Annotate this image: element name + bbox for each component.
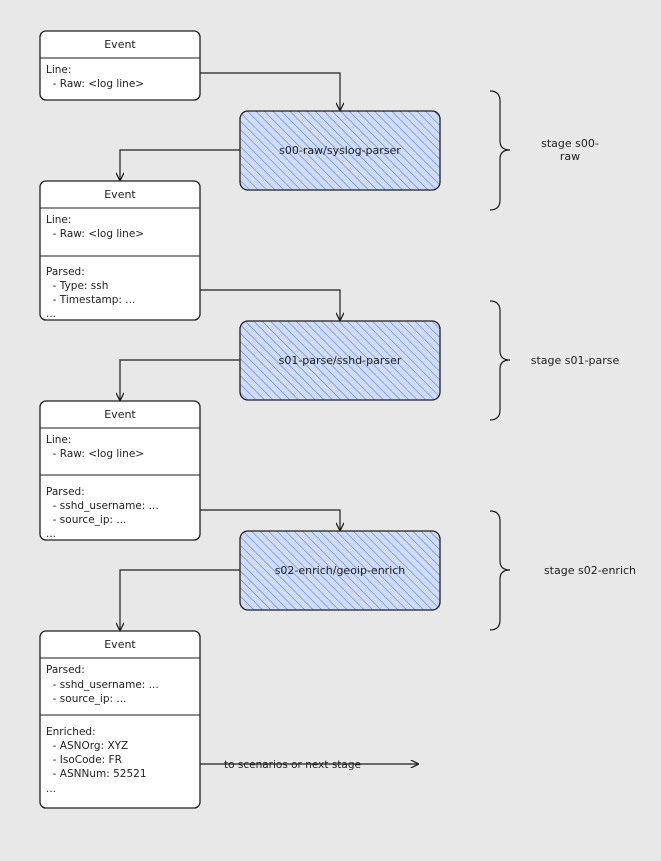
event-line: - sshd_username: ... [46, 500, 159, 512]
event-line: Enriched: [46, 726, 96, 738]
parser-box-2: s01-parse/sshd-parser [239, 320, 441, 401]
arrow-event3-to-parser3 [200, 509, 340, 530]
event-line: ... [46, 528, 56, 540]
event-line: - ASNOrg: XYZ [46, 740, 128, 752]
event-title: Event [104, 408, 136, 421]
event-box-3: Event Line: - Raw: <log line> Parsed: - … [39, 400, 201, 541]
event-line: - IsoCode: FR [46, 754, 122, 766]
parser-label: s00-raw/syslog-parser [279, 144, 401, 157]
arrow-parser3-to-event4 [120, 569, 280, 630]
event-line: ... [46, 308, 56, 320]
event-title: Event [104, 38, 136, 51]
stage-label-3: stage s02-enrich [544, 564, 636, 577]
event-line: ... [46, 783, 56, 795]
parser-box-1: s00-raw/syslog-parser [239, 110, 441, 191]
stage-label-1: stage s00- [541, 137, 599, 150]
event-line: Line: [46, 434, 71, 446]
stage-brace-3 [489, 510, 511, 631]
event-line: - Raw: <log line> [46, 448, 144, 460]
parser-label: s02-enrich/geoip-enrich [275, 564, 406, 577]
event-line: Parsed: [46, 664, 85, 676]
event-title: Event [104, 638, 136, 651]
stage-label-2: stage s01-parse [531, 354, 620, 367]
event-line: Line: [46, 64, 71, 76]
parser-label: s01-parse/sshd-parser [279, 354, 402, 367]
stage-brace-2 [489, 300, 511, 421]
event-box-2: Event Line: - Raw: <log line> Parsed: - … [39, 180, 201, 321]
parser-box-3: s02-enrich/geoip-enrich [239, 530, 441, 611]
arrow-event1-to-parser1 [200, 72, 340, 110]
event-line: - source_ip: ... [46, 693, 126, 705]
event-line: - source_ip: ... [46, 514, 126, 526]
event-box-1: Event Line: - Raw: <log line> [39, 30, 201, 101]
arrow-parser2-to-event3 [120, 359, 280, 400]
arrow-parser1-to-event2 [120, 149, 280, 180]
event-line: - sshd_username: ... [46, 679, 159, 691]
event-line: - Type: ssh [46, 280, 108, 292]
event-title: Event [104, 188, 136, 201]
event-line: Line: [46, 214, 71, 226]
event-line: - Raw: <log line> [46, 228, 144, 240]
event-line: - Timestamp: ... [46, 294, 135, 306]
stage-label-1b: raw [560, 150, 580, 163]
event-line: - ASNNum: 52521 [46, 768, 147, 780]
arrow-event2-to-parser2 [200, 289, 340, 320]
event-line: Parsed: [46, 486, 85, 498]
event-line: Parsed: [46, 266, 85, 278]
event-box-4: Event Parsed: - sshd_username: ... - sou… [39, 630, 201, 809]
stage-brace-1 [489, 90, 511, 211]
event-line: - Raw: <log line> [46, 78, 144, 90]
output-label: to scenarios or next stage [224, 759, 361, 771]
